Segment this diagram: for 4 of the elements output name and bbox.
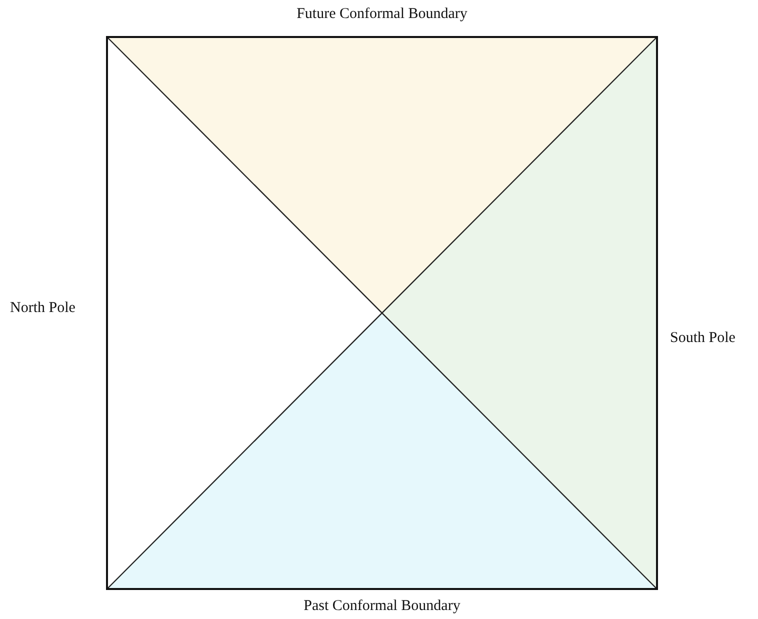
axis-label: Past Conformal Boundary [304, 597, 460, 616]
axis-label: North Pole [10, 299, 76, 318]
axis-label: South Pole [670, 329, 736, 348]
axis-label: Future Conformal Boundary [296, 5, 468, 24]
